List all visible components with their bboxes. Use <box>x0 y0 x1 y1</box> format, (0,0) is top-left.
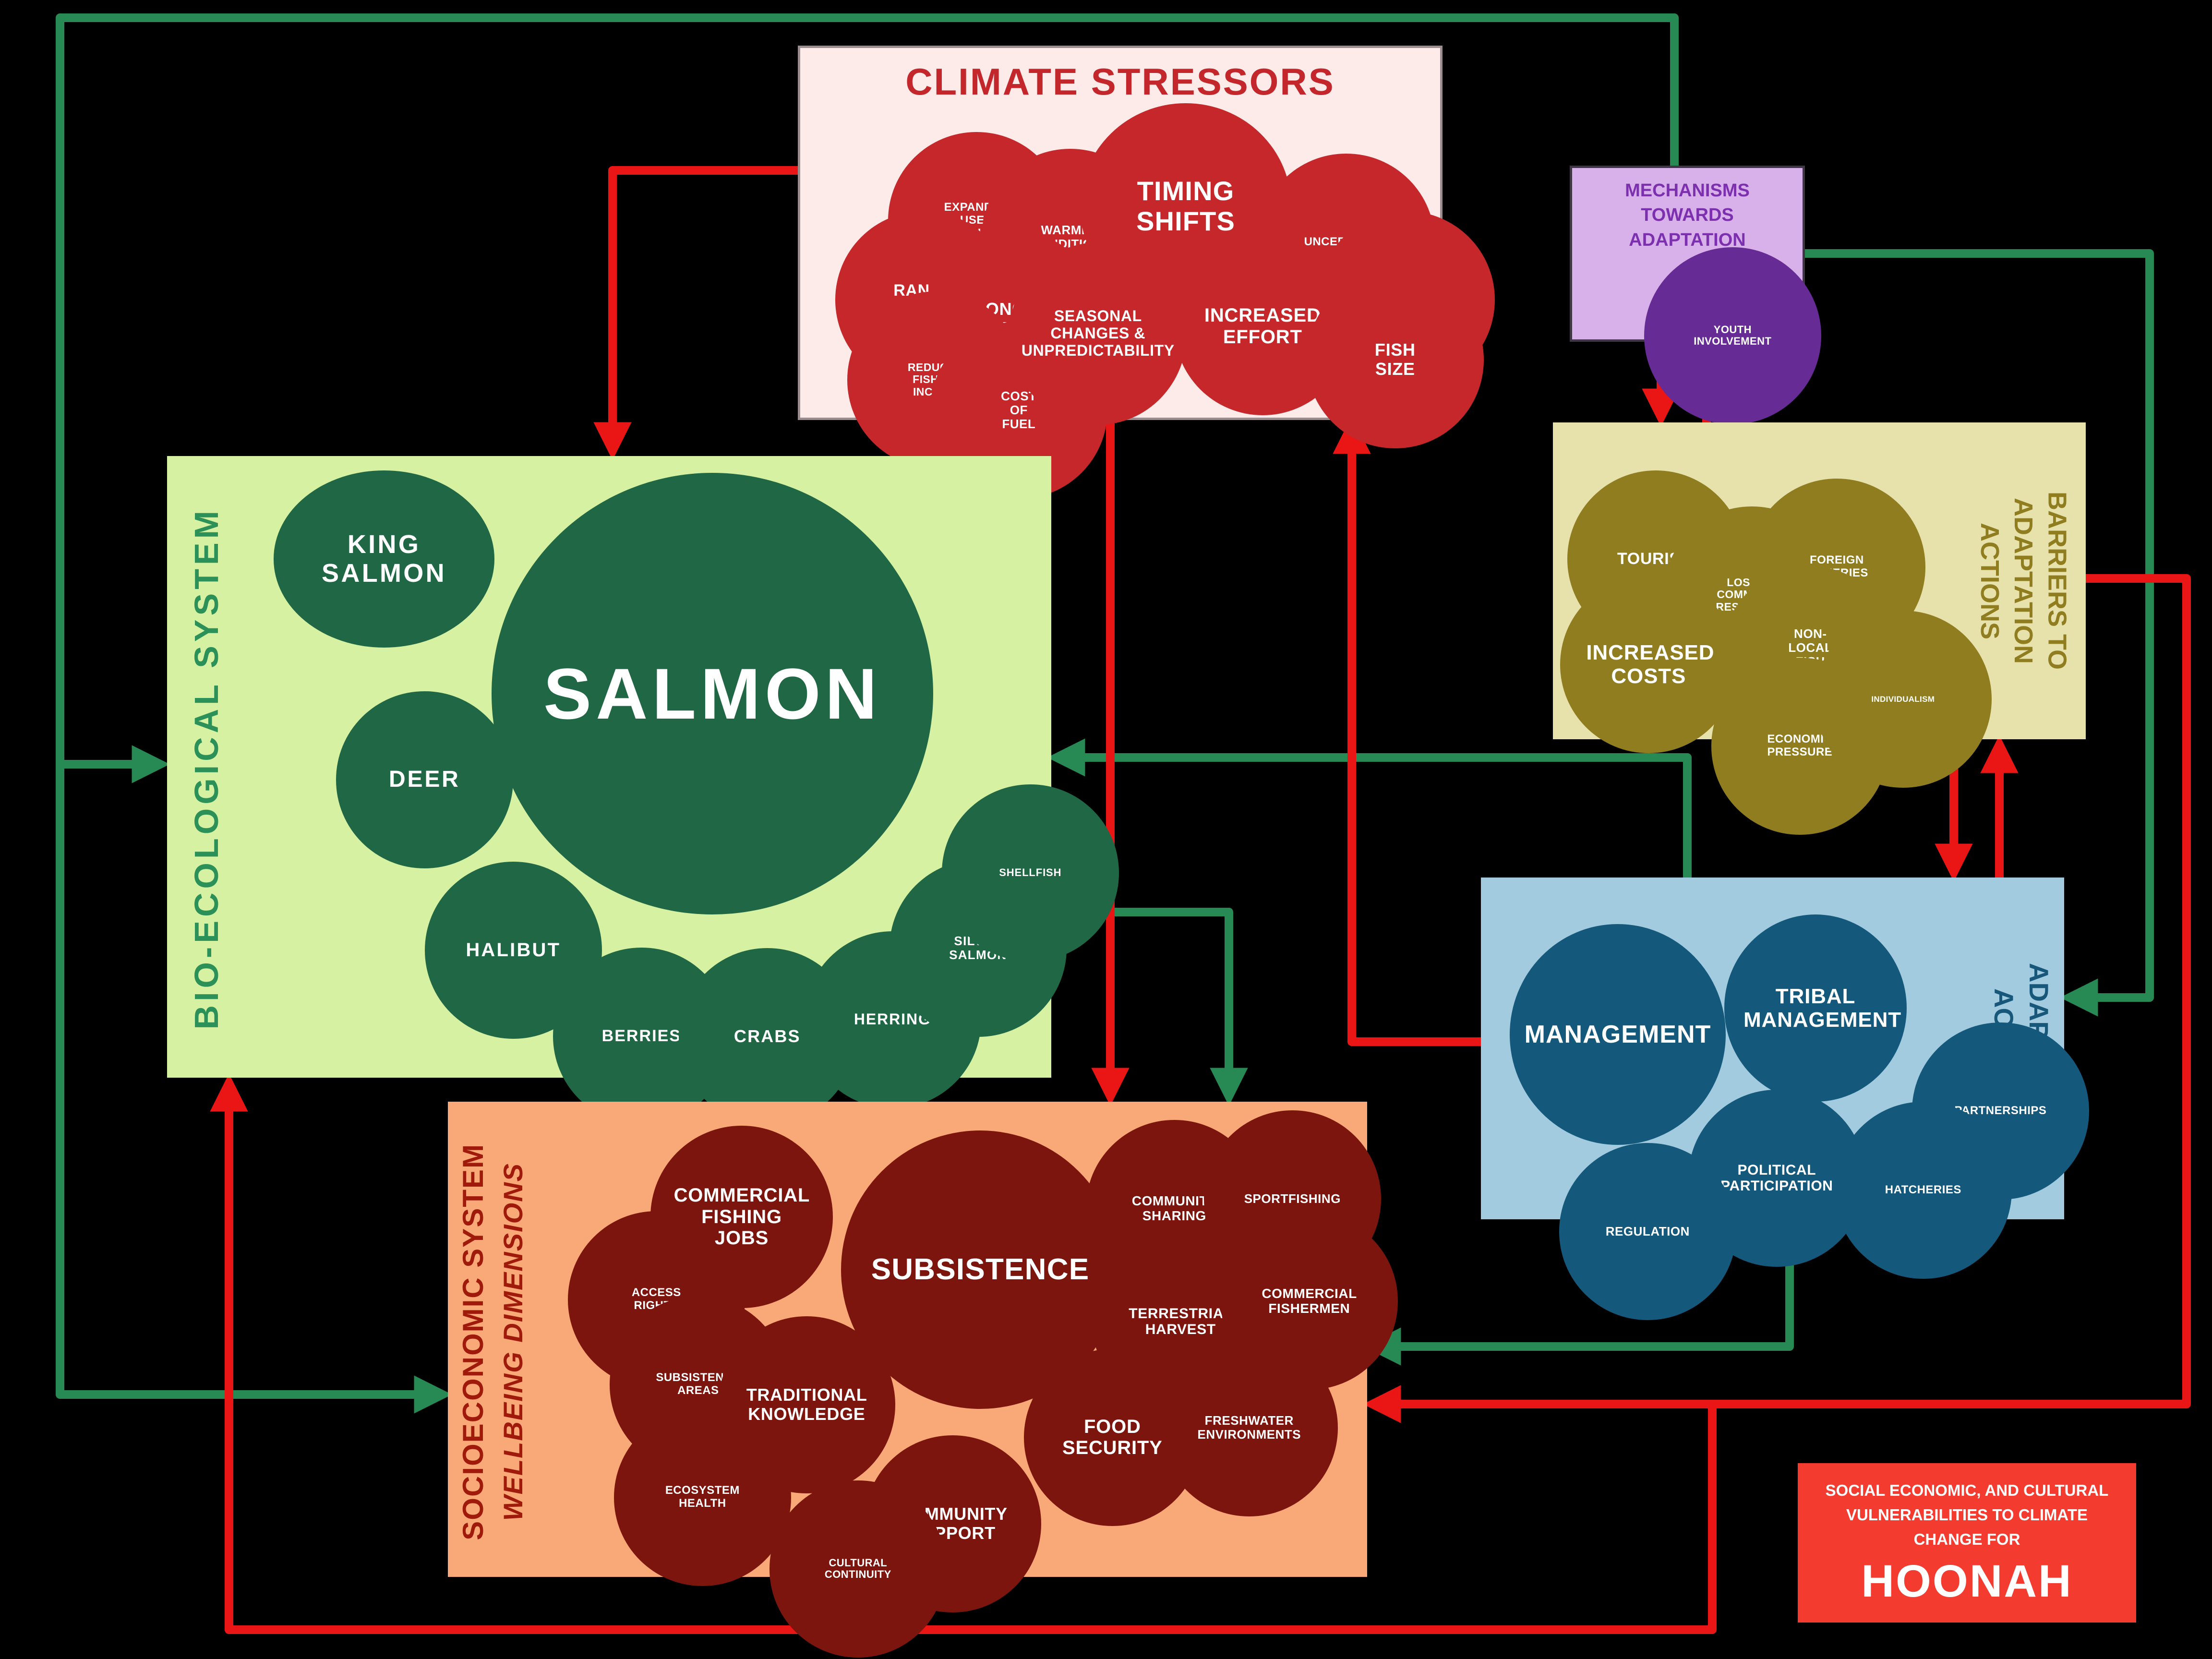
side-label-line: ACTIONS <box>1975 522 2004 639</box>
wellbeing-dimensions-label: WELLBEING DIMENSIONS <box>493 1128 532 1555</box>
bubble-shellfish: SHELLFISH <box>942 784 1119 962</box>
bubble-commercial-fishing-jobs: COMMERCIAL FISHING JOBS <box>650 1126 833 1308</box>
climate-stressors-title: CLIMATE STRESSORS <box>905 60 1335 103</box>
bubble-label: MANAGEMENT <box>1524 1020 1711 1048</box>
bubble-label: TRIBAL MANAGEMENT <box>1743 984 1902 1032</box>
bio-ecological-system-label: BIO-ECOLOGICAL SYSTEM <box>175 468 238 1068</box>
bubble-management: MANAGEMENT <box>1510 924 1726 1145</box>
bubble-label: SALMON <box>543 653 881 734</box>
bubble-label: COMMERCIAL FISHERMEN <box>1262 1286 1357 1316</box>
bubble-label: HERRING <box>854 1010 931 1028</box>
bubble-label: CULTURAL CONTINUITY <box>824 1556 891 1581</box>
bubble-ecosystem-health: ECOSYSTEM HEALTH <box>614 1409 791 1586</box>
bubble-increased-costs: INCREASED COSTS <box>1560 576 1737 753</box>
bubble-label: TIMING SHIFTS <box>1136 176 1235 236</box>
bubble-fish-size: FISH SIZE <box>1307 271 1484 448</box>
bubble-label: COMMUNITY SHARING <box>1131 1193 1217 1224</box>
bubble-label: KING SALMON <box>322 529 446 588</box>
bubble-label: CRABS <box>733 1026 801 1046</box>
bubble-deer: DEER <box>336 691 513 868</box>
barriers-side-label: BARRIERS TO ADAPTATION ACTIONS <box>1966 434 2081 727</box>
bubble-seasonal-changes: SEASONAL CHANGES & UNPREDICTABILITY <box>1010 242 1187 425</box>
bubble-hatcheries: HATCHERIES <box>1835 1102 2012 1279</box>
bubble-label: SHELLFISH <box>999 866 1062 878</box>
bubble-freshwater-environments: FRESHWATER ENVIRONMENTS <box>1161 1339 1338 1516</box>
side-label-line: BARRIERS TO <box>2043 492 2072 670</box>
bubble-label: INDIVIDUALISM <box>1871 694 1935 704</box>
arrow-mechanisms-to-adaptation <box>1805 249 2154 1017</box>
bubble-youth-involvement: YOUTH INVOLVEMENT <box>1644 247 1821 424</box>
vulnerability-highlight: HOONAH <box>1861 1556 2073 1607</box>
bubble-label: BERRIES <box>601 1027 682 1046</box>
bubble-label: TERRESTRIAL HARVEST <box>1129 1305 1233 1338</box>
bubble-label: FOOD SECURITY <box>1062 1416 1163 1459</box>
arrow-climate-to-bioeco <box>593 166 798 460</box>
bubble-cultural-continuity: CULTURAL CONTINUITY <box>769 1480 947 1658</box>
bubble-individualism: INDIVIDUALISM <box>1815 611 1992 788</box>
bubble-label: INCREASED EFFORT <box>1204 305 1321 348</box>
side-label-text: BIO-ECOLOGICAL SYSTEM <box>188 506 225 1030</box>
side-label-text: SOCIOECONOMIC SYSTEM <box>457 1143 489 1540</box>
bubble-label: ECOSYSTEM HEALTH <box>665 1484 740 1510</box>
side-label-line: ADAPTATION <box>2009 498 2038 664</box>
bubble-label: COST OF FUEL <box>1001 388 1037 431</box>
bubble-label: ECONOMIC PRESSURE <box>1767 733 1833 759</box>
arrow-barriers-to-socio <box>1363 574 2191 1423</box>
bubble-label: HATCHERIES <box>1885 1183 1961 1196</box>
bubble-label: FISH SIZE <box>1374 340 1416 379</box>
arrow-adaptation-to-climate <box>1333 416 1481 1046</box>
bubble-label: INCREASED COSTS <box>1586 641 1715 688</box>
mechanisms-title: MECHANISMS TOWARDS ADAPTATION <box>1625 180 1750 250</box>
arrow-adaptation-to-bioeco <box>1047 738 1692 878</box>
bubble-salmon: SALMON <box>492 473 933 914</box>
arrow-mechanisms-to-socio-left <box>56 13 1679 1414</box>
bubble-label: SUBSISTENCE <box>871 1253 1090 1286</box>
bubble-label: SEASONAL CHANGES & UNPREDICTABILITY <box>1021 307 1175 359</box>
side-label-text: WELLBEING DIMENSIONS <box>497 1162 528 1521</box>
bubble-label: COMMERCIAL FISHING JOBS <box>673 1184 810 1249</box>
bubble-tribal-management: TRIBAL MANAGEMENT <box>1724 914 1907 1102</box>
bubble-label: POLITICAL PARTICIPATION <box>1720 1162 1833 1194</box>
vulnerability-text: SOCIAL ECONOMIC, AND CULTURAL VULNERABIL… <box>1825 1481 2109 1549</box>
bubble-label: TRADITIONAL KNOWLEDGE <box>746 1385 867 1424</box>
bubble-label: DEER <box>388 767 460 793</box>
vulnerability-statement-box: SOCIAL ECONOMIC, AND CULTURAL VULNERABIL… <box>1798 1463 2136 1623</box>
bubble-timing-shifts: TIMING SHIFTS <box>1080 103 1291 310</box>
bubble-label: REGULATION <box>1605 1224 1690 1238</box>
socioeconomic-system-label: SOCIOECONOMIC SYSTEM <box>454 1128 492 1555</box>
bubble-label: YOUTH INVOLVEMENT <box>1694 323 1772 348</box>
bubble-label: HALIBUT <box>466 939 561 961</box>
bubble-king-salmon: KING SALMON <box>274 470 494 648</box>
bubble-regulation: REGULATION <box>1559 1143 1736 1320</box>
arrow-bottom-loop-to-bioeco <box>210 1073 1717 1634</box>
bubble-label: FRESHWATER ENVIRONMENTS <box>1197 1413 1301 1442</box>
bubble-label: SPORTFISHING <box>1244 1191 1341 1206</box>
